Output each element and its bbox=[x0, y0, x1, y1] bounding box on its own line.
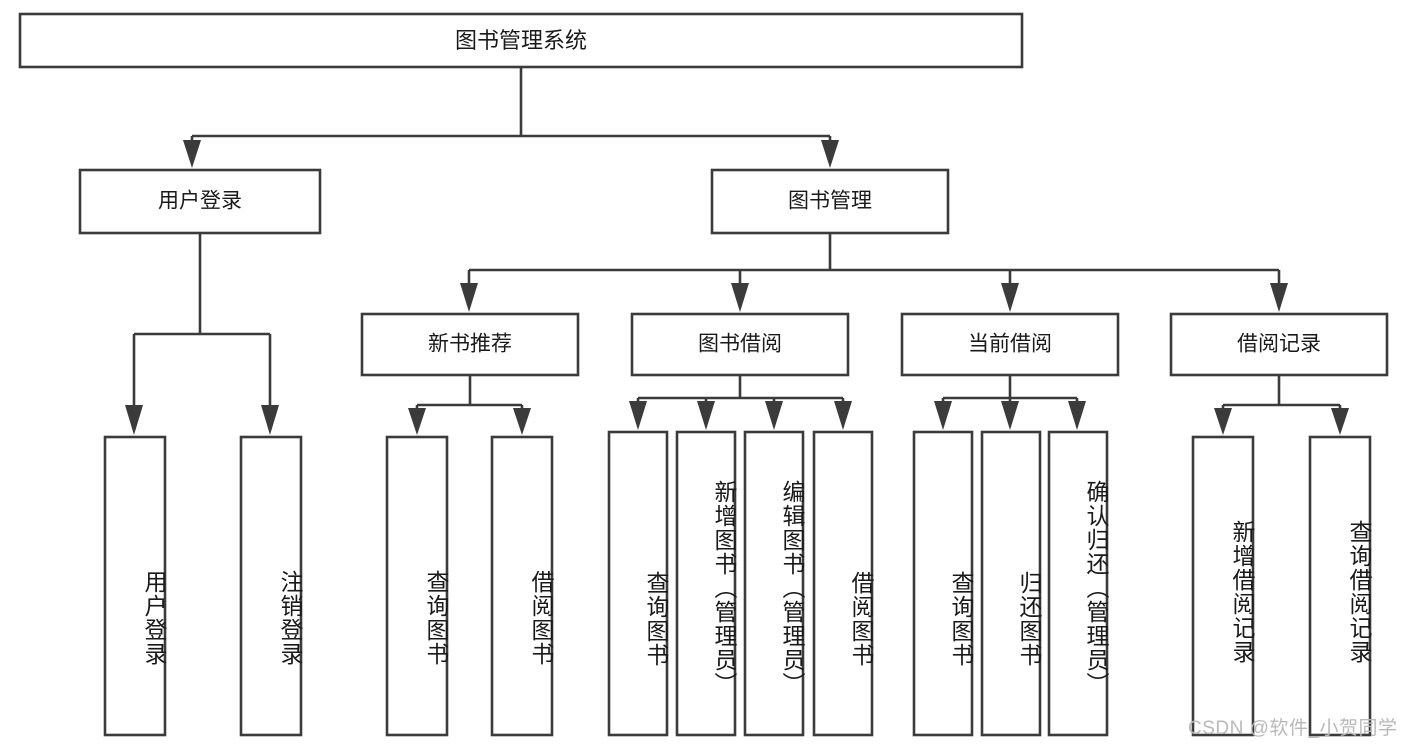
book-borrow-label: 图书借阅 bbox=[698, 333, 782, 356]
arrow-to-leaf-edit-book bbox=[765, 401, 783, 430]
node-book-borrow[interactable]: 图书借阅 bbox=[630, 312, 850, 377]
connector-group-book-borrow bbox=[629, 375, 852, 430]
leaf-box-return-book[interactable] bbox=[980, 430, 1042, 737]
current-borrow-label: 当前借阅 bbox=[968, 333, 1052, 356]
arrow-to-leaf-query-book-3 bbox=[934, 401, 952, 430]
node-root[interactable]: 图书管理系统 bbox=[18, 12, 1024, 69]
connector-group-borrow-record bbox=[1214, 375, 1349, 435]
book-manage-box[interactable] bbox=[710, 168, 950, 235]
connector-group-new-book-recommend bbox=[408, 375, 531, 435]
arrow-to-leaf-borrow-book-1 bbox=[513, 408, 531, 435]
borrow-record-label: 借阅记录 bbox=[1237, 333, 1321, 356]
node-user-login[interactable]: 用户登录 bbox=[78, 168, 322, 235]
user-login-label: 用户登录 bbox=[158, 190, 242, 213]
arrow-to-leaf-return-book bbox=[1001, 401, 1019, 430]
arrow-to-leaf-confirm-return bbox=[1068, 401, 1086, 430]
user-login-box[interactable] bbox=[78, 168, 322, 235]
leaf-group-book-borrow bbox=[607, 430, 874, 737]
leaf-box-query-book-1[interactable] bbox=[385, 435, 449, 737]
leaf-box-add-book[interactable] bbox=[675, 430, 737, 737]
leaf-box-user-logout[interactable] bbox=[239, 435, 303, 737]
root-label: 图书管理系统 bbox=[455, 28, 587, 53]
leaf-box-add-record[interactable] bbox=[1191, 435, 1255, 737]
node-borrow-record[interactable]: 借阅记录 bbox=[1169, 312, 1389, 377]
new-book-recommend-box[interactable] bbox=[360, 312, 580, 377]
leaf-group-user-login bbox=[103, 435, 303, 737]
leaf-group-current-borrow bbox=[912, 430, 1109, 737]
new-book-recommend-label: 新书推荐 bbox=[428, 333, 512, 356]
arrow-to-leaf-query-book-2 bbox=[629, 401, 647, 430]
leaf-box-confirm-return[interactable] bbox=[1047, 430, 1109, 737]
book-borrow-box[interactable] bbox=[630, 312, 850, 377]
node-book-manage[interactable]: 图书管理 bbox=[710, 168, 950, 235]
arrow-to-leaf-add-record bbox=[1214, 408, 1232, 435]
arrow-to-leaf-add-book bbox=[697, 401, 715, 430]
leaf-box-query-book-3[interactable] bbox=[912, 430, 974, 737]
leaf-box-query-book-2[interactable] bbox=[607, 430, 669, 737]
arrow-to-new-book-recommend bbox=[460, 283, 478, 312]
arrow-to-leaf-query-book-1 bbox=[408, 408, 426, 435]
node-new-book-recommend[interactable]: 新书推荐 bbox=[360, 312, 580, 377]
arrow-to-book-borrow bbox=[731, 283, 749, 312]
borrow-record-box[interactable] bbox=[1169, 312, 1389, 377]
watermark-text: CSDN @软件_小贺同学 bbox=[1188, 718, 1398, 739]
arrow-to-borrow-record bbox=[1270, 283, 1288, 312]
root-box[interactable] bbox=[18, 12, 1024, 69]
leaf-box-borrow-book-1[interactable] bbox=[490, 435, 554, 737]
arrow-to-user-login bbox=[183, 140, 201, 168]
arrow-to-leaf-user-login bbox=[125, 405, 143, 435]
leaf-box-user-login[interactable] bbox=[103, 435, 167, 737]
node-current-borrow[interactable]: 当前借阅 bbox=[900, 312, 1120, 377]
arrow-to-book-manage bbox=[821, 140, 839, 168]
leaf-box-edit-book[interactable] bbox=[743, 430, 805, 737]
leaf-box-query-record[interactable] bbox=[1308, 435, 1372, 737]
arrow-to-leaf-user-logout bbox=[261, 405, 279, 435]
leaf-box-borrow-book-2[interactable] bbox=[812, 430, 874, 737]
arrow-to-leaf-borrow-book-2 bbox=[834, 401, 852, 430]
leaf-group-borrow-record bbox=[1191, 435, 1372, 737]
connector-group-book-manage bbox=[460, 233, 1288, 312]
current-borrow-box[interactable] bbox=[900, 312, 1120, 377]
connector-group-current-borrow bbox=[934, 375, 1086, 430]
book-manage-label: 图书管理 bbox=[788, 190, 872, 213]
arrow-to-leaf-query-record bbox=[1331, 408, 1349, 435]
connector-group-root bbox=[183, 67, 839, 168]
connector-group-user-login bbox=[125, 233, 279, 435]
arrow-to-current-borrow bbox=[1001, 283, 1019, 312]
leaf-group-new-book-recommend bbox=[385, 435, 554, 737]
